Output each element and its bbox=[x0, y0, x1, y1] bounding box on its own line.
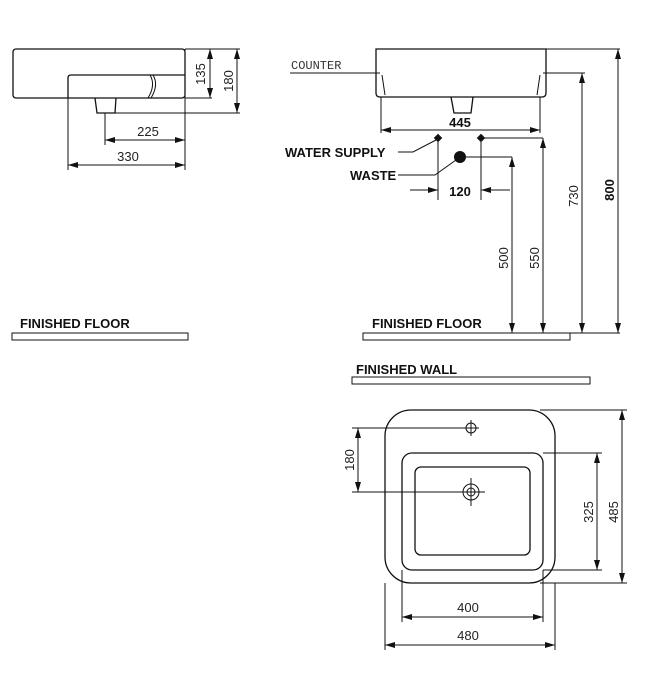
tap-hole bbox=[463, 420, 479, 436]
dim-550: 550 bbox=[527, 247, 542, 269]
dim-500: 500 bbox=[496, 247, 511, 269]
water-supply-label: WATER SUPPLY bbox=[285, 145, 386, 160]
counter-label: COUNTER bbox=[291, 59, 341, 73]
dim-180-plan: 180 bbox=[342, 449, 357, 471]
dim-730: 730 bbox=[566, 185, 581, 207]
finished-floor-label: FINISHED FLOOR bbox=[20, 316, 130, 331]
dim-800: 800 bbox=[602, 179, 617, 201]
left-finished-floor: FINISHED FLOOR bbox=[11, 316, 189, 341]
dim-485: 485 bbox=[606, 501, 621, 523]
dim-325: 325 bbox=[581, 501, 596, 523]
finished-wall-label: FINISHED WALL bbox=[356, 362, 457, 377]
dim-400: 400 bbox=[457, 600, 479, 615]
side-view: 135 180 225 330 bbox=[12, 48, 240, 170]
water-supply-point bbox=[476, 133, 486, 143]
dim-480: 480 bbox=[457, 628, 479, 643]
drain-hole bbox=[457, 478, 485, 506]
plan-view: FINISHED WALL 180 325 485 400 bbox=[342, 362, 627, 650]
dim-445: 445 bbox=[449, 115, 471, 130]
dim-120: 120 bbox=[449, 184, 471, 199]
waste-point bbox=[454, 151, 466, 163]
front-view: COUNTER 445 WATER SUPPLY WASTE 120 500 5… bbox=[285, 48, 621, 341]
waste-label: WASTE bbox=[350, 168, 397, 183]
dim-225: 225 bbox=[137, 124, 159, 139]
dim-135: 135 bbox=[193, 63, 208, 85]
dim-330: 330 bbox=[117, 149, 139, 164]
dim-180: 180 bbox=[221, 70, 236, 92]
finished-floor-label: FINISHED FLOOR bbox=[372, 316, 482, 331]
